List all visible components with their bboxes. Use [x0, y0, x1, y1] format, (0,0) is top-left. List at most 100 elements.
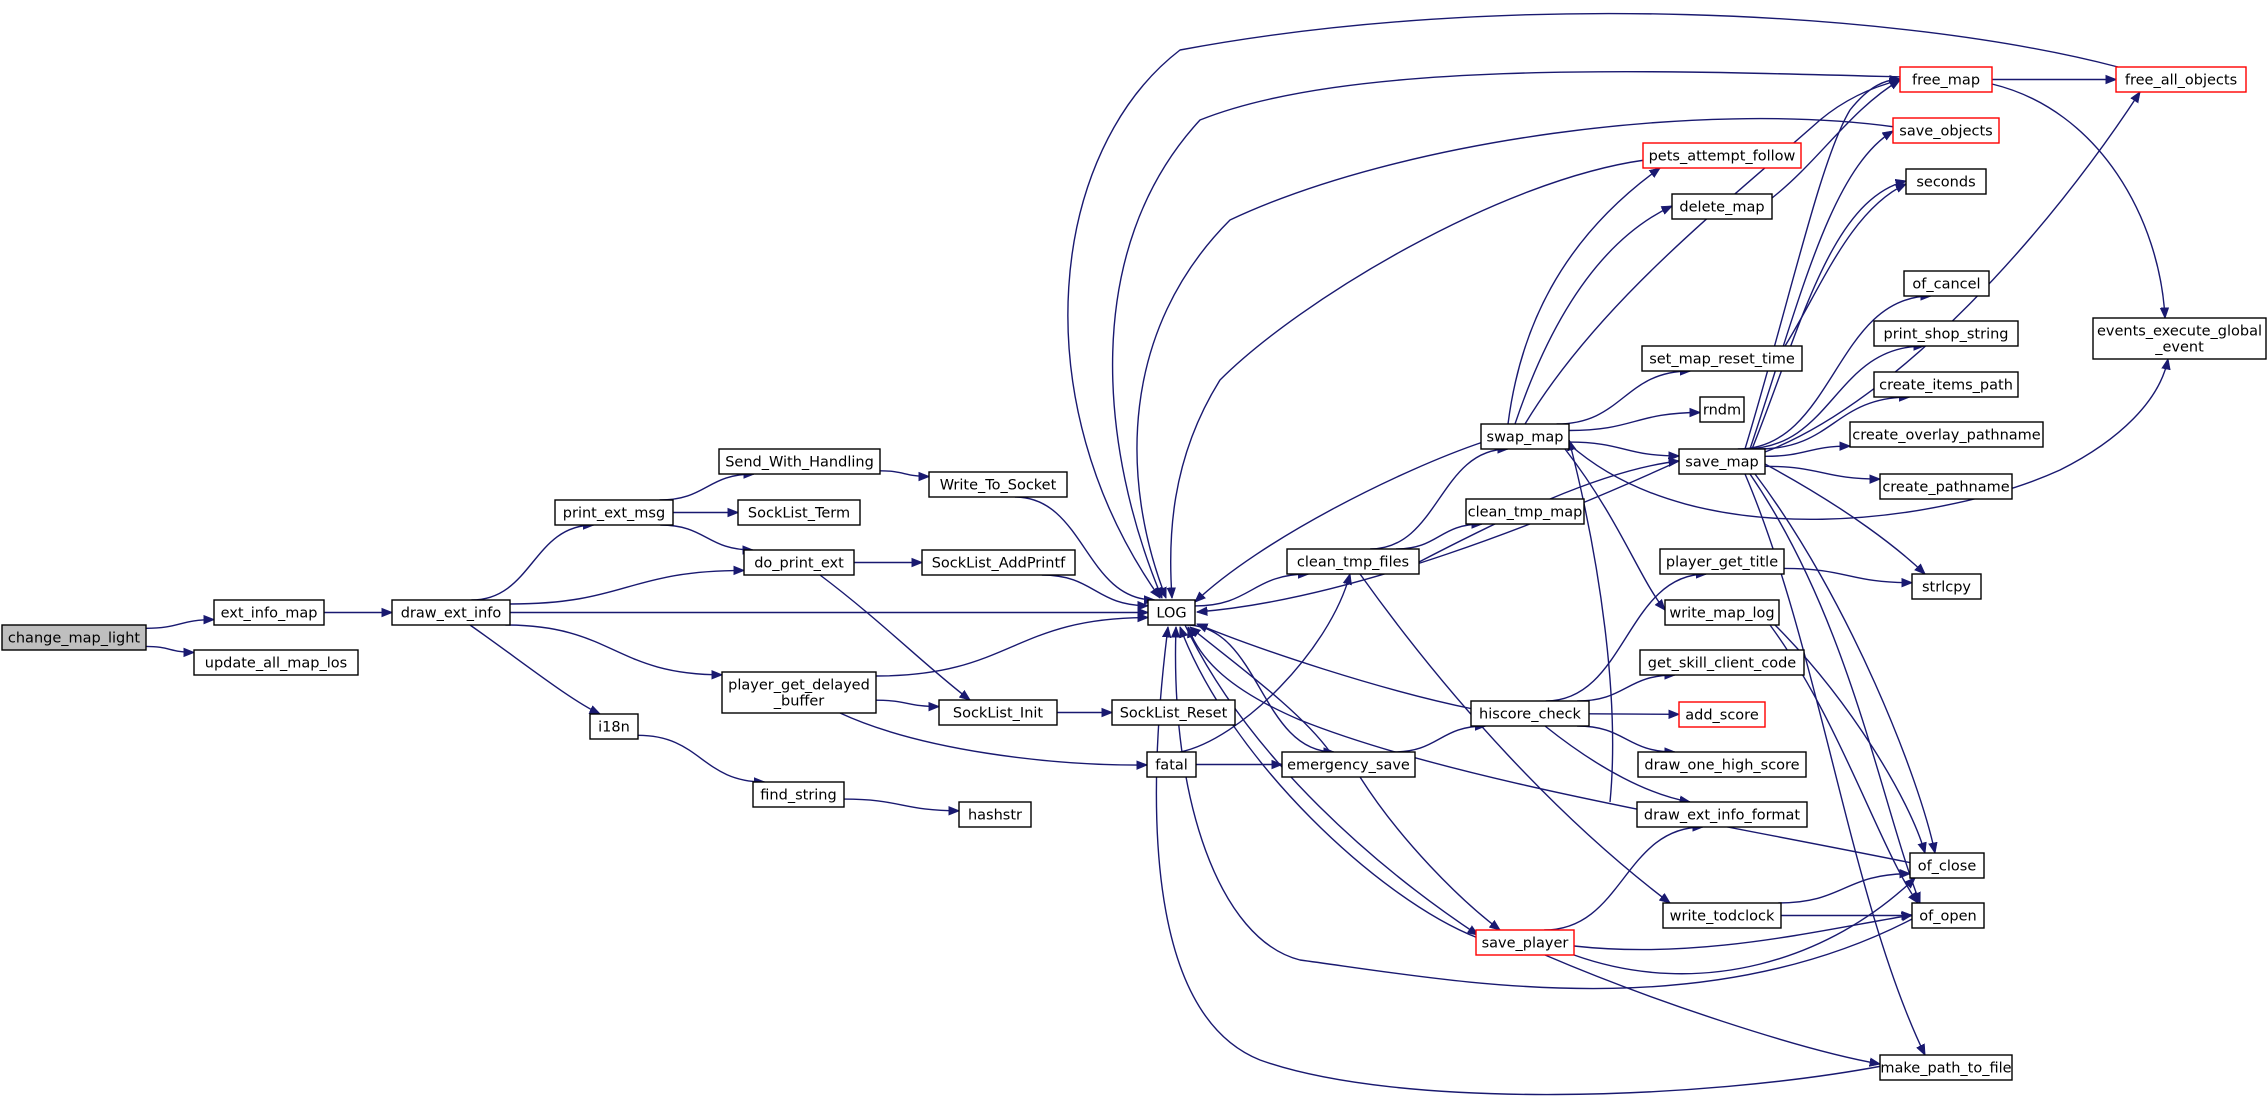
node-box-set_map_reset_time[interactable] [1641, 345, 1803, 372]
node-write_todclock[interactable]: write_todclock [1662, 902, 1782, 929]
node-fatal[interactable]: fatal [1146, 751, 1197, 778]
node-box-write_todclock[interactable] [1662, 902, 1782, 929]
node-box-Write_To_Socket[interactable] [928, 471, 1068, 498]
node-seconds[interactable]: seconds [1905, 168, 1987, 195]
node-box-rndm[interactable] [1699, 396, 1745, 423]
node-update_all_map_los[interactable]: update_all_map_los [193, 649, 359, 676]
node-change_map_light[interactable]: change_map_light [1, 624, 147, 651]
node-box-SockList_Term[interactable] [737, 499, 861, 526]
node-clean_tmp_files[interactable]: clean_tmp_files [1286, 548, 1420, 575]
node-box-pets_attempt_follow[interactable] [1642, 142, 1802, 169]
node-make_path_to_file[interactable]: make_path_to_file [1879, 1054, 2013, 1081]
node-events_execute_global_event[interactable]: events_execute_global_event [2092, 317, 2267, 360]
node-rndm[interactable]: rndm [1699, 396, 1745, 423]
node-box-make_path_to_file[interactable] [1879, 1054, 2013, 1081]
node-box-strlcpy[interactable] [1911, 573, 1982, 600]
node-box-of_close[interactable] [1909, 852, 1985, 879]
node-Write_To_Socket[interactable]: Write_To_Socket [928, 471, 1068, 498]
node-Send_With_Handling[interactable]: Send_With_Handling [718, 448, 881, 475]
node-box-player_get_delayed_buffer[interactable] [721, 671, 877, 714]
node-of_cancel[interactable]: of_cancel [1903, 270, 1990, 297]
node-SockList_AddPrintf[interactable]: SockList_AddPrintf [921, 549, 1076, 576]
node-i18n[interactable]: i18n [589, 713, 639, 740]
node-box-find_string[interactable] [752, 781, 845, 808]
node-save_map[interactable]: save_map [1678, 448, 1766, 475]
node-box-i18n[interactable] [589, 713, 639, 740]
node-box-SockList_Init[interactable] [938, 699, 1058, 726]
node-clean_tmp_map[interactable]: clean_tmp_map [1465, 498, 1585, 525]
node-save_player[interactable]: save_player [1475, 929, 1575, 956]
node-box-free_all_objects[interactable] [2115, 66, 2247, 93]
node-box-get_skill_client_code[interactable] [1639, 649, 1805, 676]
node-pets_attempt_follow[interactable]: pets_attempt_follow [1642, 142, 1802, 169]
node-box-Send_With_Handling[interactable] [718, 448, 881, 475]
node-box-player_get_title[interactable] [1659, 548, 1785, 575]
node-get_skill_client_code[interactable]: get_skill_client_code [1639, 649, 1805, 676]
node-box-hiscore_check[interactable] [1470, 700, 1590, 727]
node-box-change_map_light[interactable] [1, 624, 147, 651]
node-delete_map[interactable]: delete_map [1671, 193, 1773, 220]
node-LOG[interactable]: LOG [1147, 599, 1196, 626]
node-strlcpy[interactable]: strlcpy [1911, 573, 1982, 600]
node-player_get_delayed_buffer[interactable]: player_get_delayed_buffer [721, 671, 877, 714]
node-box-SockList_AddPrintf[interactable] [921, 549, 1076, 576]
node-SockList_Reset[interactable]: SockList_Reset [1111, 699, 1236, 726]
node-box-clean_tmp_files[interactable] [1286, 548, 1420, 575]
node-box-hashstr[interactable] [958, 801, 1032, 828]
node-box-save_player[interactable] [1475, 929, 1575, 956]
node-box-draw_ext_info_format[interactable] [1636, 801, 1808, 828]
node-box-update_all_map_los[interactable] [193, 649, 359, 676]
node-box-events_execute_global_event[interactable] [2092, 317, 2267, 360]
node-box-SockList_Reset[interactable] [1111, 699, 1236, 726]
node-box-of_open[interactable] [1911, 902, 1985, 929]
node-of_open[interactable]: of_open [1911, 902, 1985, 929]
node-box-create_pathname[interactable] [1879, 473, 2013, 500]
node-box-create_items_path[interactable] [1873, 371, 2019, 398]
node-box-create_overlay_pathname[interactable] [1849, 421, 2044, 448]
node-box-LOG[interactable] [1147, 599, 1196, 626]
node-box-fatal[interactable] [1146, 751, 1197, 778]
node-free_all_objects[interactable]: free_all_objects [2115, 66, 2247, 93]
node-box-write_map_log[interactable] [1664, 599, 1780, 626]
node-SockList_Term[interactable]: SockList_Term [737, 499, 861, 526]
node-box-save_objects[interactable] [1892, 117, 2000, 144]
node-swap_map[interactable]: swap_map [1480, 423, 1570, 450]
node-draw_one_high_score[interactable]: draw_one_high_score [1637, 751, 1807, 778]
node-box-print_ext_msg[interactable] [554, 499, 674, 526]
node-box-ext_info_map[interactable] [213, 599, 325, 626]
node-draw_ext_info_format[interactable]: draw_ext_info_format [1636, 801, 1808, 828]
node-save_objects[interactable]: save_objects [1892, 117, 2000, 144]
node-box-do_print_ext[interactable] [743, 549, 855, 576]
node-SockList_Init[interactable]: SockList_Init [938, 699, 1058, 726]
node-create_items_path[interactable]: create_items_path [1873, 371, 2019, 398]
node-box-print_shop_string[interactable] [1873, 320, 2019, 347]
node-print_shop_string[interactable]: print_shop_string [1873, 320, 2019, 347]
node-free_map[interactable]: free_map [1899, 66, 1993, 93]
node-box-save_map[interactable] [1678, 448, 1766, 475]
node-box-draw_ext_info[interactable] [391, 599, 511, 626]
node-hashstr[interactable]: hashstr [958, 801, 1032, 828]
node-draw_ext_info[interactable]: draw_ext_info [391, 599, 511, 626]
node-hiscore_check[interactable]: hiscore_check [1470, 700, 1590, 727]
node-set_map_reset_time[interactable]: set_map_reset_time [1641, 345, 1803, 372]
node-do_print_ext[interactable]: do_print_ext [743, 549, 855, 576]
node-of_close[interactable]: of_close [1909, 852, 1985, 879]
node-player_get_title[interactable]: player_get_title [1659, 548, 1785, 575]
node-box-draw_one_high_score[interactable] [1637, 751, 1807, 778]
node-emergency_save[interactable]: emergency_save [1281, 751, 1416, 778]
node-box-emergency_save[interactable] [1281, 751, 1416, 778]
node-box-delete_map[interactable] [1671, 193, 1773, 220]
node-ext_info_map[interactable]: ext_info_map [213, 599, 325, 626]
node-find_string[interactable]: find_string [752, 781, 845, 808]
node-create_pathname[interactable]: create_pathname [1879, 473, 2013, 500]
node-box-free_map[interactable] [1899, 66, 1993, 93]
node-write_map_log[interactable]: write_map_log [1664, 599, 1780, 626]
node-box-swap_map[interactable] [1480, 423, 1570, 450]
node-box-add_score[interactable] [1678, 701, 1766, 728]
node-create_overlay_pathname[interactable]: create_overlay_pathname [1849, 421, 2044, 448]
node-box-of_cancel[interactable] [1903, 270, 1990, 297]
node-print_ext_msg[interactable]: print_ext_msg [554, 499, 674, 526]
node-add_score[interactable]: add_score [1678, 701, 1766, 728]
node-box-clean_tmp_map[interactable] [1465, 498, 1585, 525]
node-box-seconds[interactable] [1905, 168, 1987, 195]
